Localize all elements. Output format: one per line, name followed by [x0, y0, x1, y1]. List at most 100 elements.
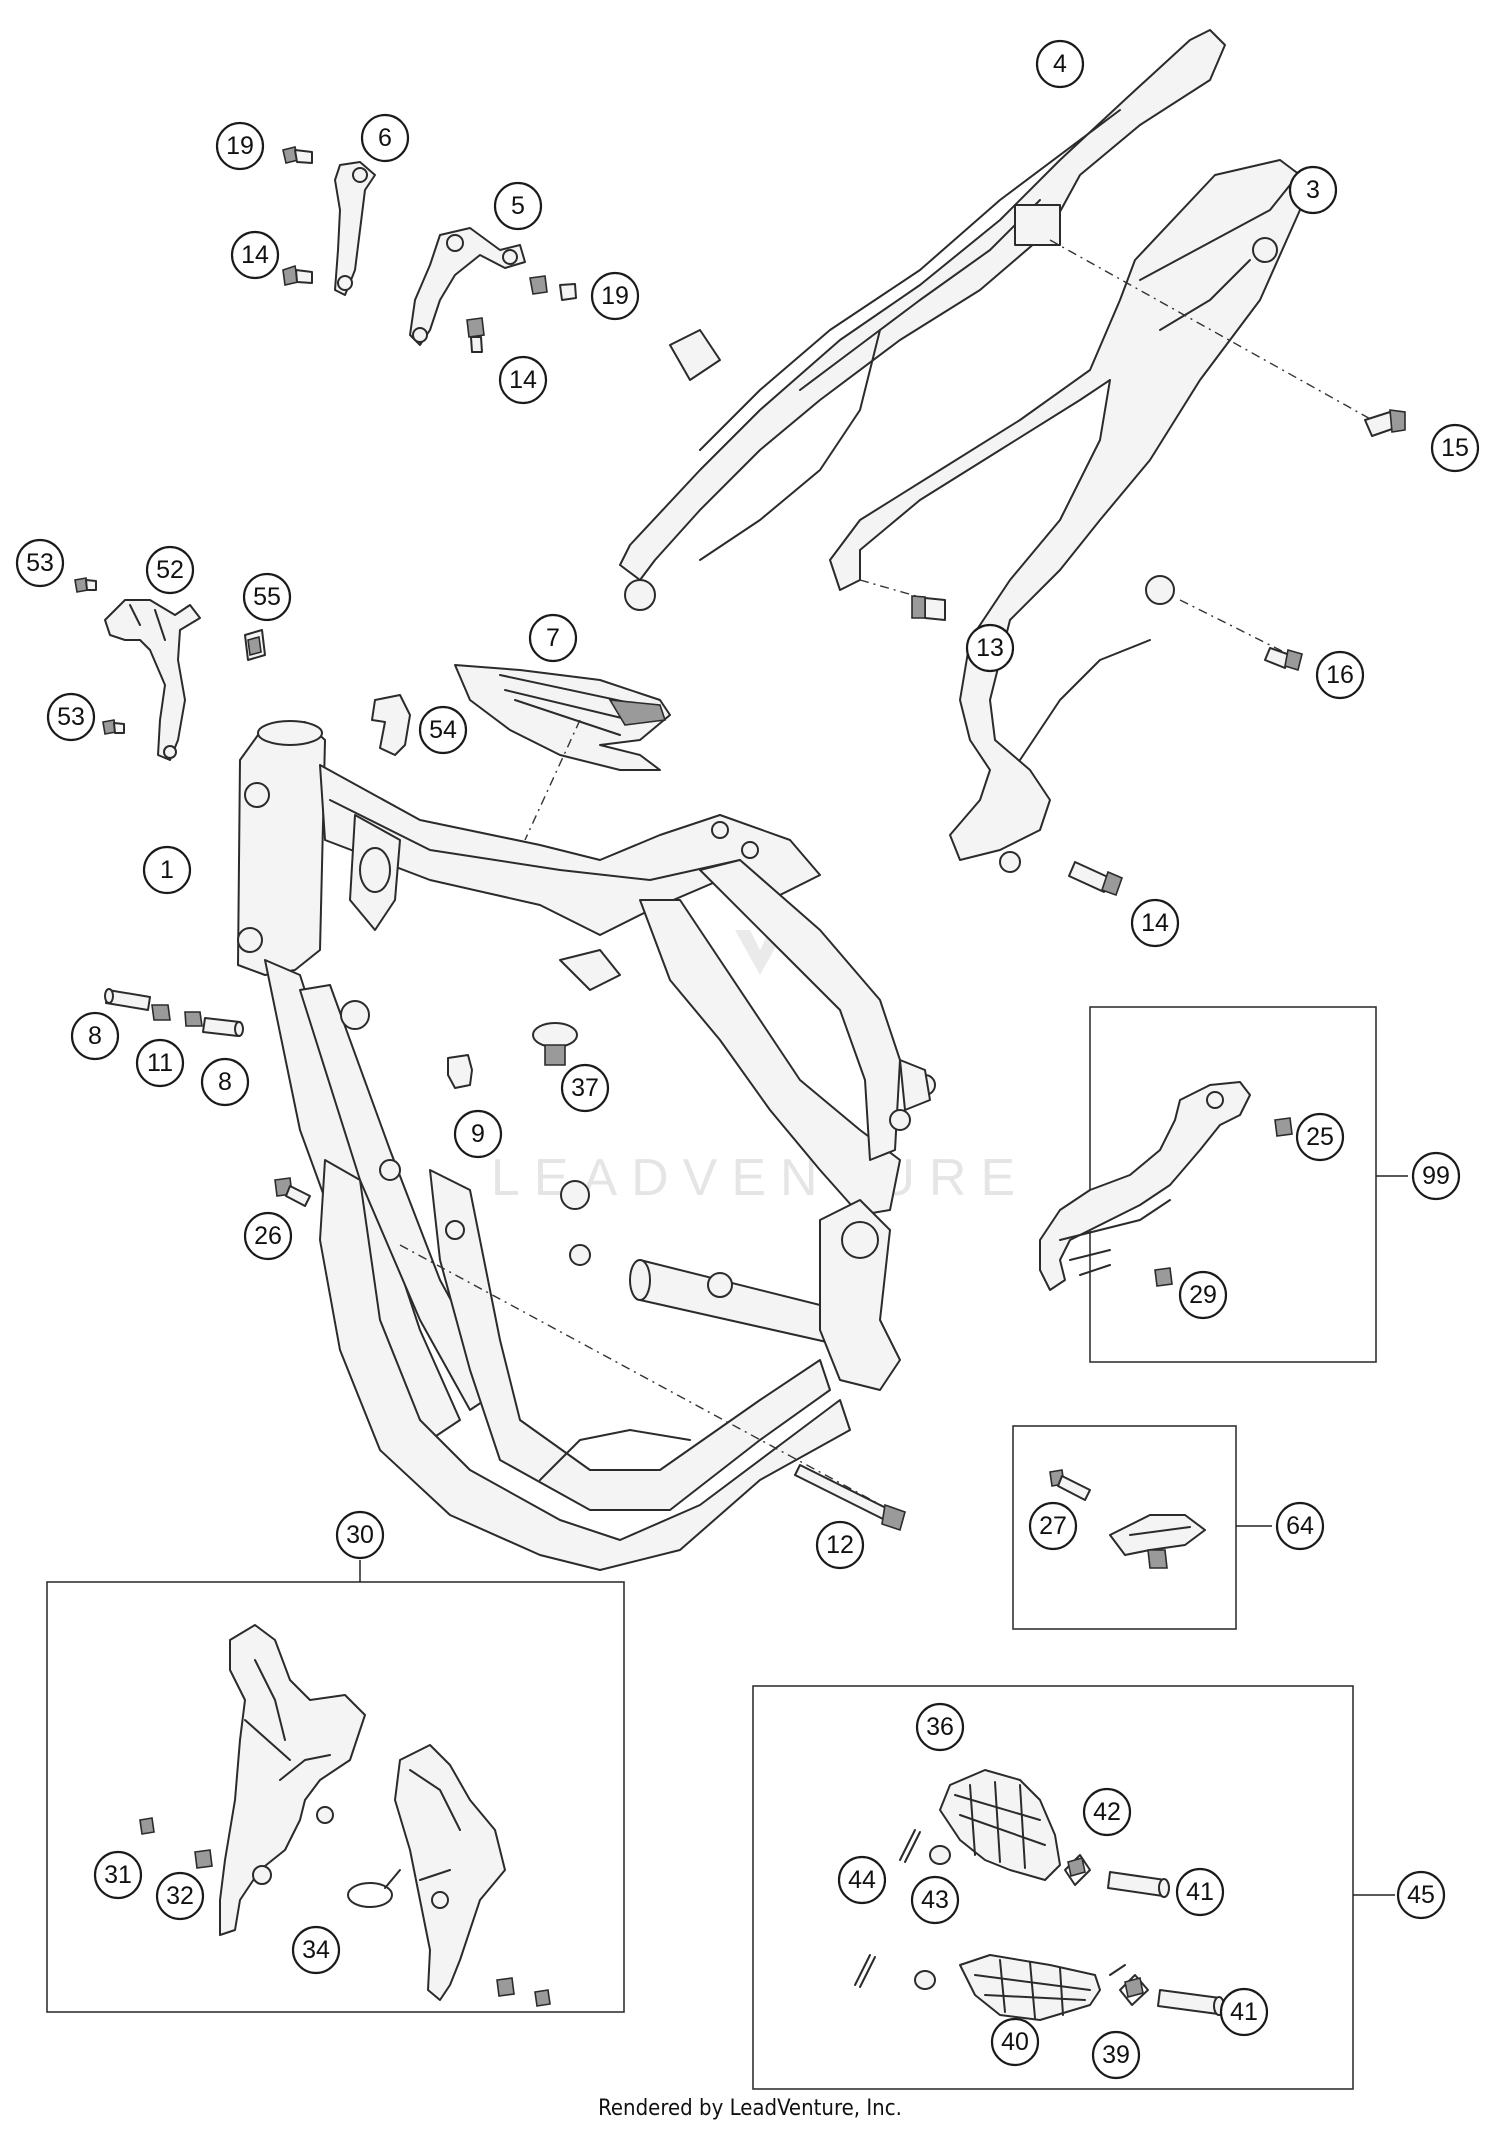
callout-13[interactable]: 13 — [965, 623, 1015, 673]
bolt-27-part[interactable] — [1049, 1469, 1091, 1501]
callout-31[interactable]: 31 — [93, 1850, 143, 1900]
main-frame-part[interactable] — [237, 720, 936, 1571]
svg-text:16: 16 — [1326, 661, 1354, 689]
slider-64-part[interactable] — [1109, 1514, 1206, 1569]
frame-guard-left-part[interactable] — [219, 1624, 366, 1936]
subframe-upper-part[interactable] — [619, 29, 1226, 611]
callout-25[interactable]: 25 — [1295, 1112, 1345, 1162]
callout-43[interactable]: 43 — [910, 1875, 960, 1925]
callout-4[interactable]: 4 — [1035, 39, 1085, 89]
callout-14-mid[interactable]: 14 — [498, 355, 548, 405]
callout-39[interactable]: 39 — [1091, 2030, 1141, 2080]
callout-64[interactable]: 64 — [1275, 1501, 1325, 1551]
svg-text:7: 7 — [546, 624, 560, 652]
screw-53-lower-part[interactable] — [102, 719, 125, 735]
callout-12[interactable]: 12 — [815, 1520, 865, 1570]
screw-31-part[interactable] — [139, 1817, 155, 1835]
callout-11[interactable]: 11 — [135, 1038, 185, 1088]
nut-11-left-part[interactable] — [151, 1004, 171, 1021]
callout-42[interactable]: 42 — [1082, 1787, 1132, 1837]
bolt-16-part[interactable] — [1264, 647, 1303, 672]
frame-guard-right-part[interactable] — [394, 1744, 506, 2001]
washer-43-part[interactable] — [914, 1845, 951, 1990]
bolt-13-part[interactable] — [911, 595, 946, 621]
spring-39-part[interactable] — [1109, 1964, 1149, 2006]
screw-29-part[interactable] — [1154, 1267, 1173, 1287]
svg-text:14: 14 — [509, 366, 537, 394]
callout-40[interactable]: 40 — [990, 2017, 1040, 2067]
callout-53-lower[interactable]: 53 — [46, 692, 96, 742]
subframe-lower-part[interactable] — [829, 159, 1301, 873]
callout-55[interactable]: 55 — [242, 572, 292, 622]
callout-32[interactable]: 32 — [155, 1871, 205, 1921]
nut-19-part[interactable] — [529, 275, 577, 301]
callout-45[interactable]: 45 — [1396, 1870, 1446, 1920]
screw-25-part[interactable] — [1274, 1117, 1293, 1137]
nut-32-part[interactable] — [194, 1849, 213, 1869]
bolt-14-mid-part[interactable] — [466, 317, 485, 353]
callout-6[interactable]: 6 — [360, 113, 410, 163]
footpeg-36-part[interactable] — [939, 1769, 1061, 1881]
nut-11-right-part[interactable] — [184, 1011, 203, 1027]
callout-19-upper[interactable]: 19 — [215, 121, 265, 171]
callout-3[interactable]: 3 — [1288, 165, 1338, 215]
callout-5[interactable]: 5 — [493, 181, 543, 231]
clip-55-part[interactable] — [244, 629, 266, 661]
chain-guide-99-part[interactable] — [1039, 1081, 1251, 1291]
callout-30[interactable]: 30 — [335, 1510, 385, 1560]
callout-41-upper[interactable]: 41 — [1175, 1867, 1225, 1917]
bracket-5-part[interactable] — [409, 227, 526, 346]
callout-26[interactable]: 26 — [243, 1211, 293, 1261]
bolt-12-part[interactable] — [794, 1464, 906, 1532]
svg-text:27: 27 — [1039, 1512, 1067, 1540]
bushing-8-left-part[interactable] — [104, 988, 151, 1011]
callout-37[interactable]: 37 — [560, 1063, 610, 1113]
clip-9-part[interactable] — [447, 1054, 473, 1089]
bracket-37-part[interactable] — [532, 1022, 578, 1066]
callout-7[interactable]: 7 — [528, 613, 578, 663]
tie-34-part[interactable] — [347, 1869, 401, 1908]
callout-29[interactable]: 29 — [1178, 1270, 1228, 1320]
guard-54-part[interactable] — [371, 694, 411, 756]
callout-99[interactable]: 99 — [1411, 1151, 1461, 1201]
bolt-26-part[interactable] — [274, 1177, 311, 1207]
callout-54[interactable]: 54 — [418, 705, 468, 755]
pin-41-upper-part[interactable] — [1107, 1871, 1170, 1898]
callout-52[interactable]: 52 — [145, 545, 195, 595]
pad-7-part[interactable] — [454, 664, 671, 771]
callout-15[interactable]: 15 — [1430, 423, 1480, 473]
callout-14-upper[interactable]: 14 — [230, 230, 280, 280]
bracket-6-part[interactable] — [334, 161, 376, 296]
bolt-14-upper-part[interactable] — [282, 264, 313, 286]
bushing-8-right-part[interactable] — [202, 1017, 244, 1037]
cotter-44-lower-part[interactable] — [854, 1954, 876, 1988]
callout-9[interactable]: 9 — [453, 1109, 503, 1159]
bolt-15-part[interactable] — [1364, 409, 1406, 437]
callout-44[interactable]: 44 — [837, 1855, 887, 1905]
cotter-44-upper-part[interactable] — [899, 1829, 921, 1863]
callout-19-mid[interactable]: 19 — [590, 271, 640, 321]
svg-text:13: 13 — [976, 634, 1004, 662]
bolt-19-upper-part[interactable] — [282, 146, 313, 164]
callout-53-upper[interactable]: 53 — [15, 538, 65, 588]
svg-text:53: 53 — [26, 549, 54, 577]
bracket-52-part[interactable] — [104, 599, 201, 761]
svg-text:5: 5 — [511, 192, 525, 220]
bolt-14-lower-part[interactable] — [1068, 861, 1124, 897]
callout-14-lower[interactable]: 14 — [1130, 898, 1180, 948]
callout-8-right[interactable]: 8 — [200, 1057, 250, 1107]
nut-right-part[interactable] — [496, 1977, 551, 2007]
callout-16[interactable]: 16 — [1315, 650, 1365, 700]
svg-text:41: 41 — [1230, 1998, 1258, 2026]
callout-1[interactable]: 1 — [142, 845, 192, 895]
callout-41-lower[interactable]: 41 — [1219, 1987, 1269, 2037]
pin-41-lower-part[interactable] — [1157, 1989, 1225, 2016]
callout-34[interactable]: 34 — [291, 1925, 341, 1975]
spring-42-part[interactable] — [1064, 1854, 1091, 1886]
screw-53-upper-part[interactable] — [74, 577, 97, 593]
footpeg-40-part[interactable] — [959, 1954, 1101, 2021]
callout-27[interactable]: 27 — [1028, 1501, 1078, 1551]
callout-36[interactable]: 36 — [915, 1702, 965, 1752]
callout-8-left[interactable]: 8 — [70, 1011, 120, 1061]
